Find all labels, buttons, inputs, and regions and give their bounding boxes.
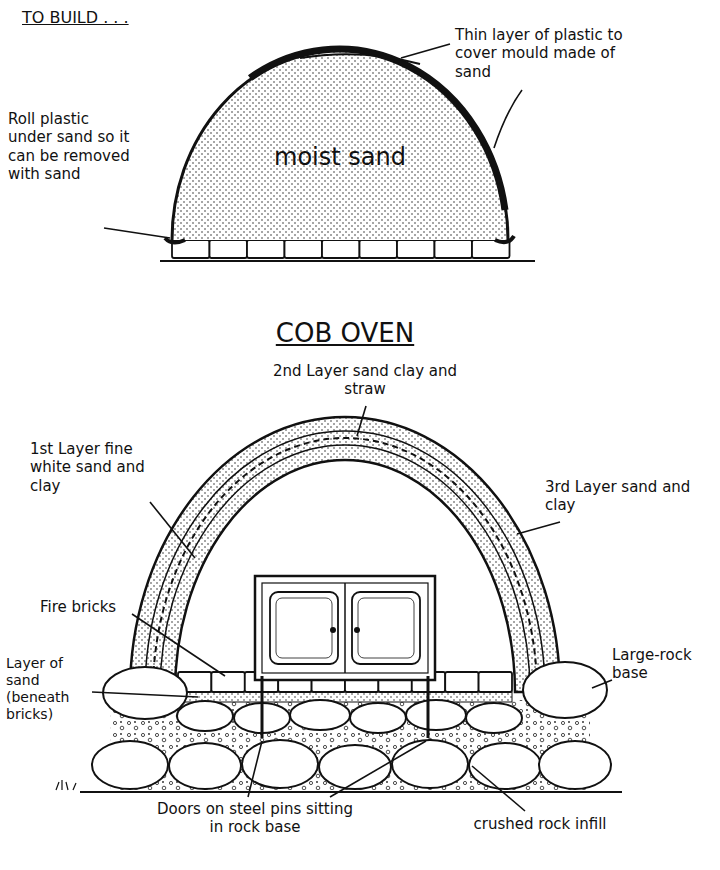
part-label: moist sand bbox=[240, 143, 440, 172]
oven-doors bbox=[255, 576, 435, 738]
part-label: 1st Layer fine white sand and clay bbox=[30, 440, 170, 495]
sand-mould bbox=[160, 49, 535, 261]
part-label: Doors on steel pins sitting in rock base bbox=[150, 800, 360, 837]
part-label: crushed rock infill bbox=[420, 815, 660, 833]
note-label: Roll plastic under sand so it can be rem… bbox=[8, 110, 130, 183]
section-heading: TO BUILD . . . bbox=[22, 8, 202, 28]
part-label: Layer of sand (beneath bricks) bbox=[6, 655, 101, 723]
part-label: Thin layer of plastic to cover mould mad… bbox=[455, 26, 645, 81]
part-label: 3rd Layer sand and clay bbox=[545, 478, 695, 515]
part-label: Fire bricks bbox=[40, 598, 160, 616]
part-label: Large-rock base bbox=[612, 646, 712, 683]
leader-lines bbox=[92, 406, 612, 811]
figure-title: COB OVEN bbox=[220, 318, 470, 350]
part-label: 2nd Layer sand clay and straw bbox=[260, 362, 470, 399]
